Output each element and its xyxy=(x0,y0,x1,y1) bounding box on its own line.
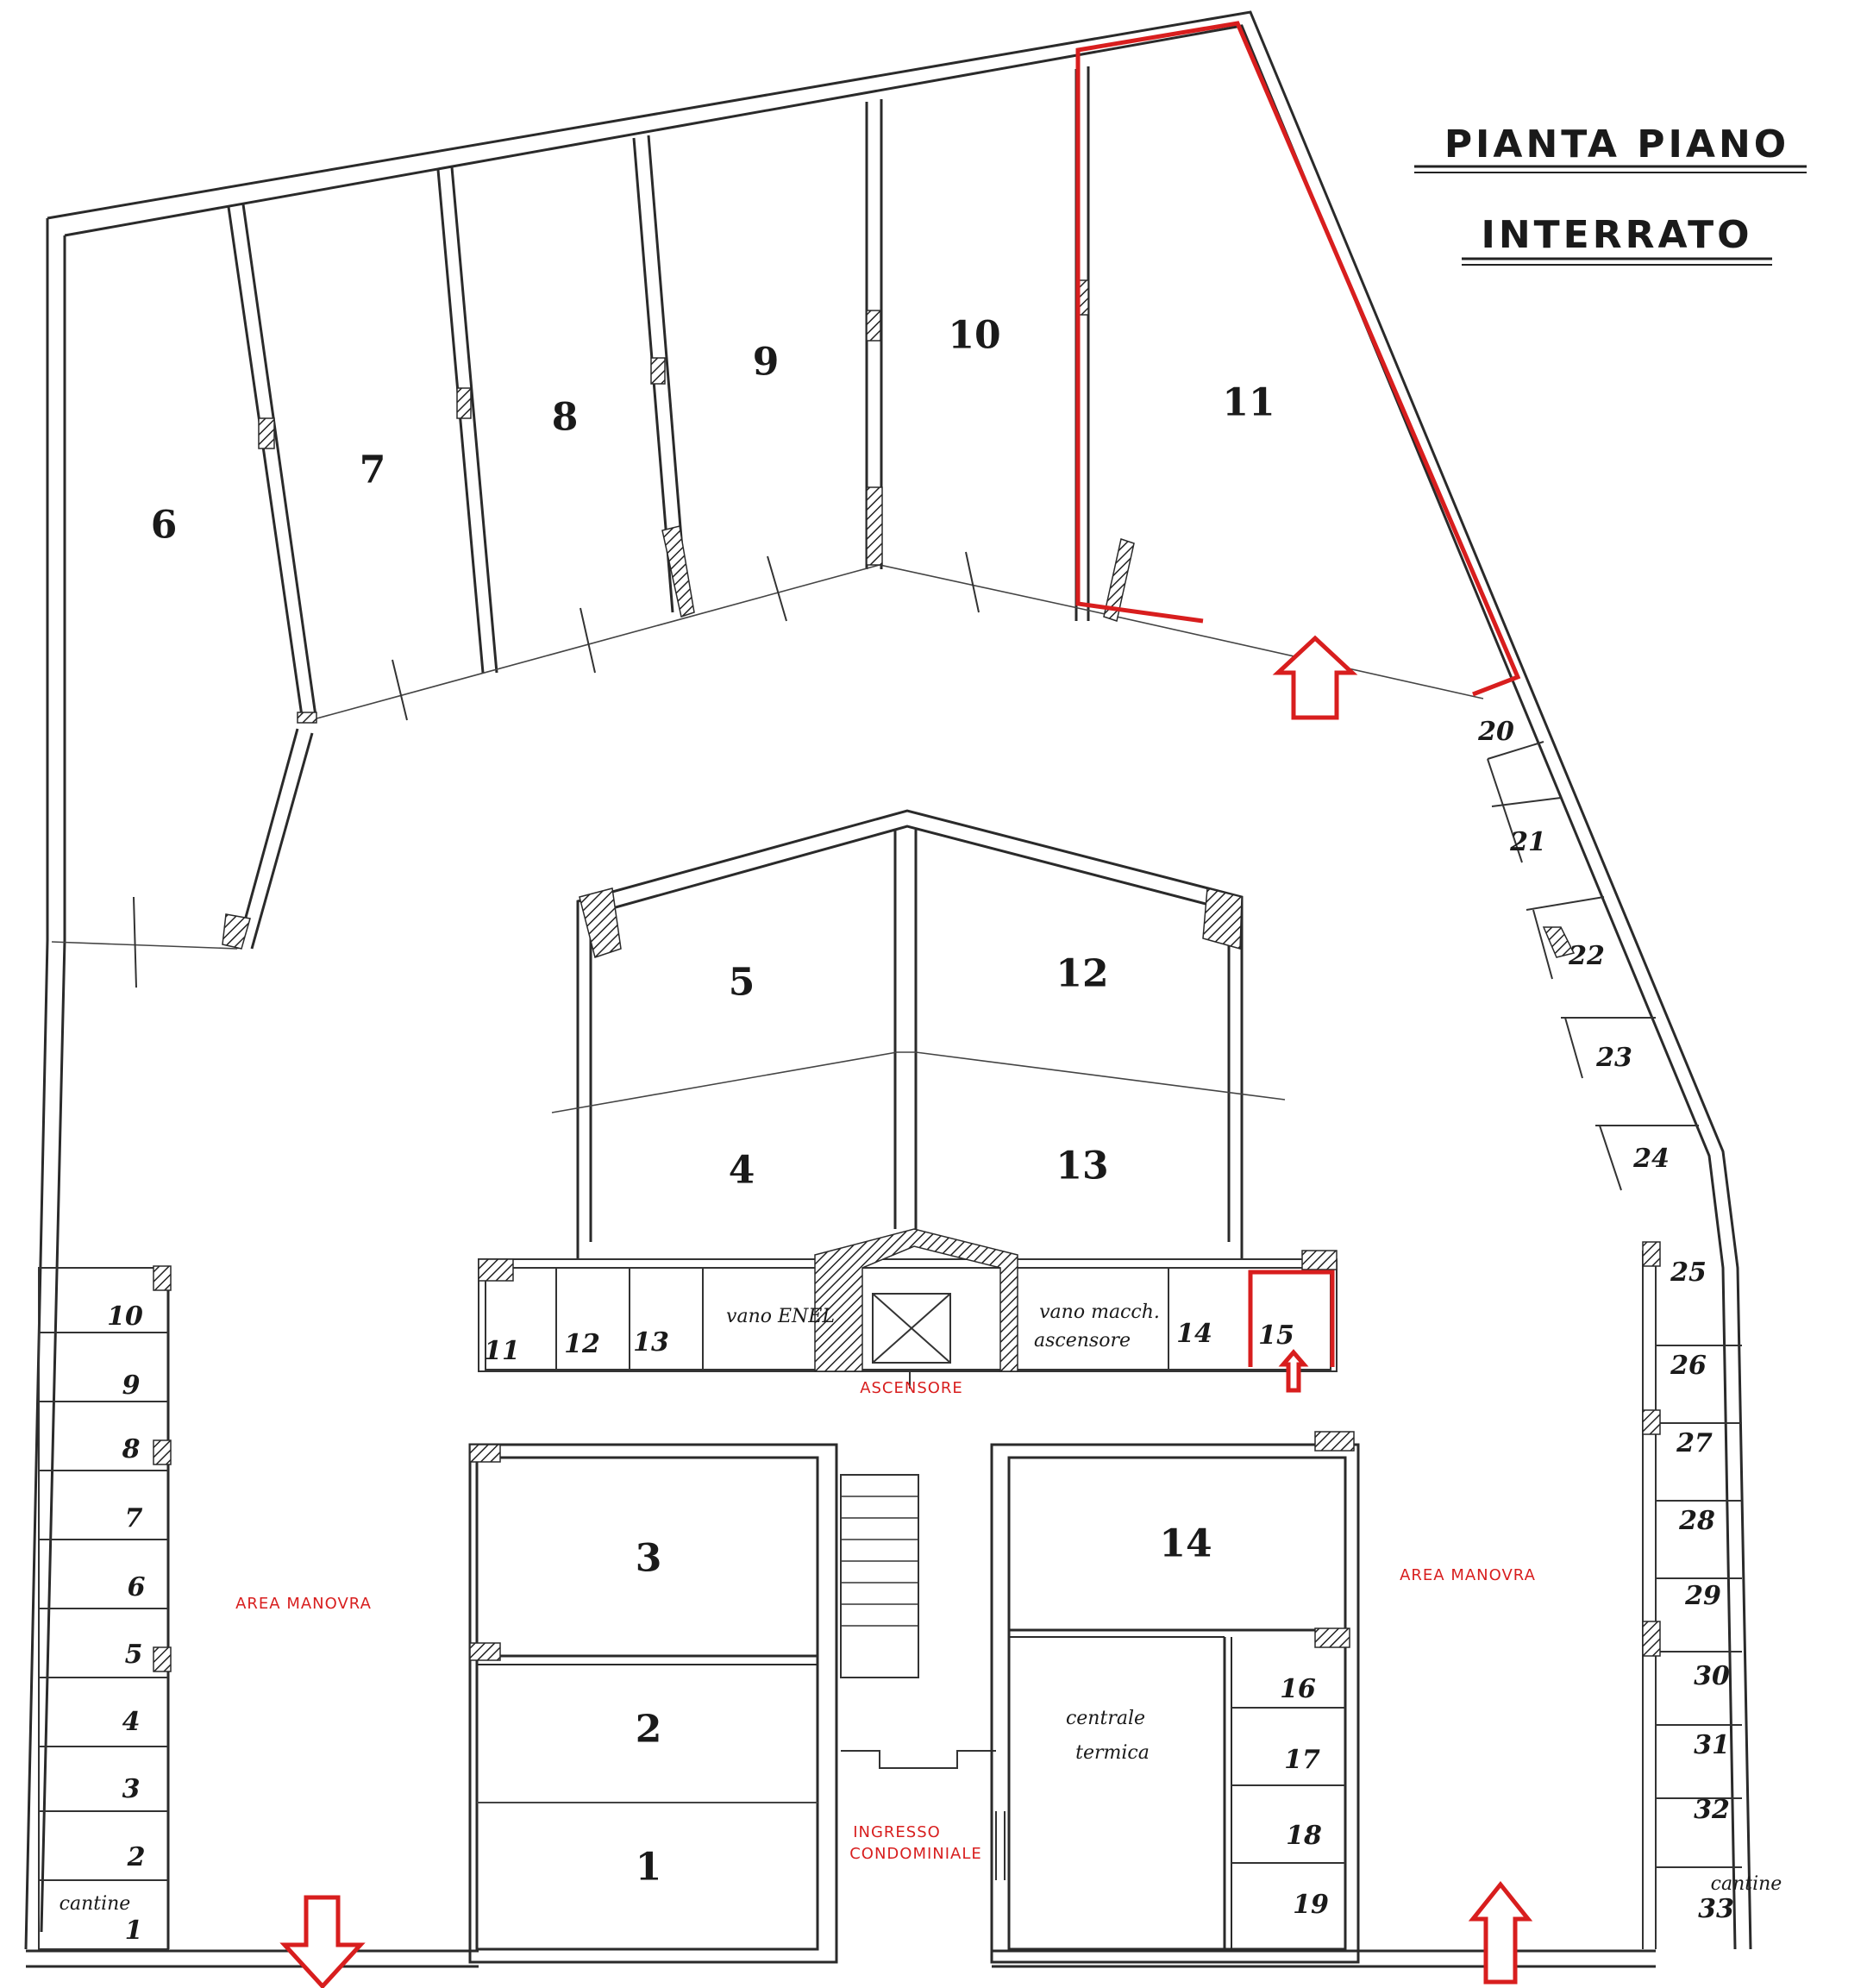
stairs xyxy=(840,1474,919,1678)
garage-label-3: 3 xyxy=(636,1537,662,1581)
cantina-label: 25 xyxy=(1670,1257,1707,1288)
garage-label-9: 9 xyxy=(753,341,780,385)
center-row-walls xyxy=(478,1228,1338,1389)
cantina-label: 22 xyxy=(1568,941,1605,971)
cantina-label: 31 xyxy=(1694,1730,1730,1760)
garage-label-14: 14 xyxy=(1159,1522,1212,1566)
cantina-label: 4 xyxy=(122,1707,141,1737)
cantina-label: 20 xyxy=(1477,717,1514,747)
cantina-label: 1 xyxy=(125,1916,143,1946)
cantina-label: 30 xyxy=(1694,1661,1730,1691)
cantina-label-17: 17 xyxy=(1284,1745,1320,1775)
right-cantine-walls xyxy=(1642,1241,1742,1949)
outer-walls xyxy=(24,10,1752,1968)
garage-label-12: 12 xyxy=(1056,952,1108,996)
garage-label-11: 11 xyxy=(1222,381,1275,425)
label-ascensore: ASCENSORE xyxy=(860,1379,963,1397)
cantina-label: 26 xyxy=(1670,1351,1707,1381)
cantina-label: 24 xyxy=(1632,1144,1670,1174)
cantina-label-14: 14 xyxy=(1176,1319,1212,1349)
room-vano-macch-2: ascensore xyxy=(1034,1330,1131,1351)
cantina-label: 27 xyxy=(1676,1428,1713,1458)
right-cantine-labels: 25 26 27 28 29 30 31 32 33 cantine xyxy=(1670,1257,1782,1924)
cantina-label: 28 xyxy=(1678,1506,1715,1536)
label-ingresso-1: INGRESSO xyxy=(853,1823,941,1841)
garage-label-6: 6 xyxy=(151,504,178,548)
garage-label-4: 4 xyxy=(729,1149,755,1193)
label-area-manovra-right: AREA MANOVRA xyxy=(1400,1566,1536,1584)
cantine-caption-right: cantine xyxy=(1711,1873,1782,1895)
cantina-label: 3 xyxy=(122,1774,141,1804)
garage-label-7: 7 xyxy=(360,448,386,492)
garage-label-10: 10 xyxy=(948,314,1000,358)
cantina-label: 10 xyxy=(107,1301,143,1332)
title-line-1: PIANTA PIANO xyxy=(1444,122,1789,166)
cantina-label: 6 xyxy=(128,1572,146,1602)
south-block-walls xyxy=(468,1431,1360,1964)
diagonal-cantine-labels: 20 21 22 23 24 xyxy=(1477,717,1670,1174)
room-vano-enel: vano ENEL xyxy=(726,1306,835,1327)
garage-label-5: 5 xyxy=(729,961,755,1005)
cantine-caption-left: cantine xyxy=(60,1893,131,1915)
cantina-label-15: 15 xyxy=(1258,1320,1294,1351)
cantina-label: 9 xyxy=(122,1370,141,1401)
center-garage-walls xyxy=(551,809,1286,1259)
label-area-manovra-left: AREA MANOVRA xyxy=(235,1595,372,1613)
cantina-label: 21 xyxy=(1509,827,1546,857)
room-centrale-2: termica xyxy=(1075,1742,1150,1764)
label-ingresso-2: CONDOMINIALE xyxy=(849,1845,982,1863)
cantina-label-12: 12 xyxy=(564,1329,600,1359)
cantina-label: 32 xyxy=(1694,1795,1730,1825)
garage-label-2: 2 xyxy=(636,1708,662,1752)
garage-label-13: 13 xyxy=(1056,1145,1108,1188)
garage-label-1: 1 xyxy=(636,1846,662,1890)
cantina-label: 33 xyxy=(1698,1894,1734,1924)
cantina-label: 5 xyxy=(125,1640,143,1670)
arrow-up-entrance-right xyxy=(1468,1880,1533,1985)
plan-title: PIANTA PIANO INTERRATO xyxy=(1414,122,1807,266)
cantina-label-16: 16 xyxy=(1280,1674,1316,1704)
cantina-label-19: 19 xyxy=(1293,1890,1329,1920)
room-centrale-1: centrale xyxy=(1066,1708,1145,1729)
cantina-label: 29 xyxy=(1684,1581,1721,1611)
cantina-label: 8 xyxy=(122,1434,141,1464)
title-line-2: INTERRATO xyxy=(1481,213,1752,257)
arrow-up-garage-11 xyxy=(1272,635,1358,720)
diagonal-cantine-walls xyxy=(1487,741,1699,1191)
highlight-box-cantina-15 xyxy=(1248,1270,1335,1367)
cantina-label-13: 13 xyxy=(633,1327,669,1358)
room-vano-macch-1: vano macch. xyxy=(1039,1301,1160,1323)
left-cantine-walls xyxy=(38,1265,172,1950)
highlight-box-11 xyxy=(1075,21,1521,697)
arrow-up-cantina-15 xyxy=(1278,1349,1309,1393)
garage-label-8: 8 xyxy=(552,396,579,440)
arrow-down-entrance-left xyxy=(279,1895,366,1988)
left-cantine-labels: 10 9 8 7 6 5 4 3 2 1 cantine xyxy=(60,1301,146,1946)
cantina-label-18: 18 xyxy=(1286,1821,1322,1851)
cantina-label-11: 11 xyxy=(484,1336,520,1366)
cantina-label: 2 xyxy=(127,1842,146,1872)
cantina-label: 23 xyxy=(1595,1043,1632,1073)
cantina-label: 7 xyxy=(125,1503,143,1533)
